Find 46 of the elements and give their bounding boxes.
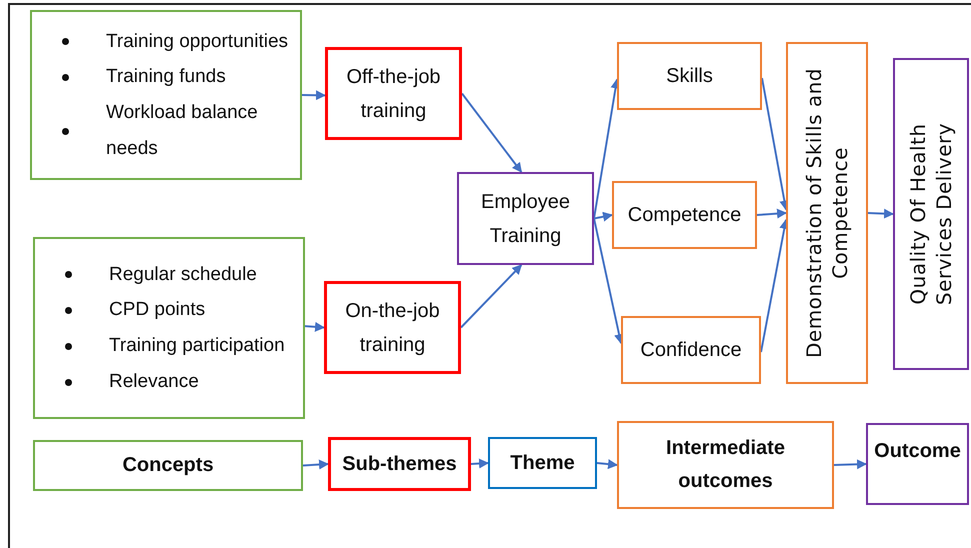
list-box (30, 10, 302, 180)
node-label: Theme (510, 450, 575, 476)
process-box (893, 58, 969, 370)
node-label: Skills (666, 64, 713, 89)
bullet-item: CPD points (109, 299, 206, 320)
node-label: Concepts (122, 453, 214, 478)
category-box (328, 437, 471, 491)
node-label: Competence (628, 203, 742, 228)
node-label: On-the-job training (344, 298, 441, 358)
process-box (324, 281, 461, 374)
process-box (612, 181, 757, 249)
arrow (834, 459, 867, 470)
node-label: Confidence (640, 338, 742, 363)
process-box (325, 47, 462, 140)
node-label: Employee Training (480, 190, 571, 248)
arrow (756, 208, 787, 219)
node-label: Outcome (874, 439, 961, 464)
process-box (617, 42, 762, 110)
category-box (866, 423, 969, 505)
arrow (470, 458, 489, 469)
node-label: Demonstration of Skills and Competence (801, 67, 853, 360)
bullet-item: Workload balance needs (106, 102, 258, 159)
arrow (596, 459, 618, 470)
arrow (594, 212, 613, 222)
node-label: Quality Of Health Services Delivery (905, 122, 957, 308)
arrow (460, 264, 522, 328)
arrow (302, 460, 329, 470)
arrow (304, 322, 325, 332)
category-box (617, 421, 834, 509)
bullet-item: Relevance (109, 370, 199, 392)
process-box (786, 42, 868, 384)
bullet-item: Training funds (106, 66, 226, 88)
bullet-item: Training participation (109, 335, 285, 356)
list-box (33, 237, 305, 419)
bullet-item: Training opportunities (106, 30, 288, 52)
process-box (457, 172, 594, 265)
category-box (33, 440, 303, 491)
arrow (868, 208, 894, 219)
node-label: Sub-themes (342, 452, 457, 476)
arrow (461, 92, 522, 173)
node-label: Off-the-job training (345, 64, 442, 124)
arrow (302, 90, 326, 100)
node-label: Intermediate outcomes (665, 436, 786, 494)
process-box (621, 316, 761, 384)
bullet-item: Regular schedule (109, 264, 257, 285)
category-box (488, 437, 597, 489)
